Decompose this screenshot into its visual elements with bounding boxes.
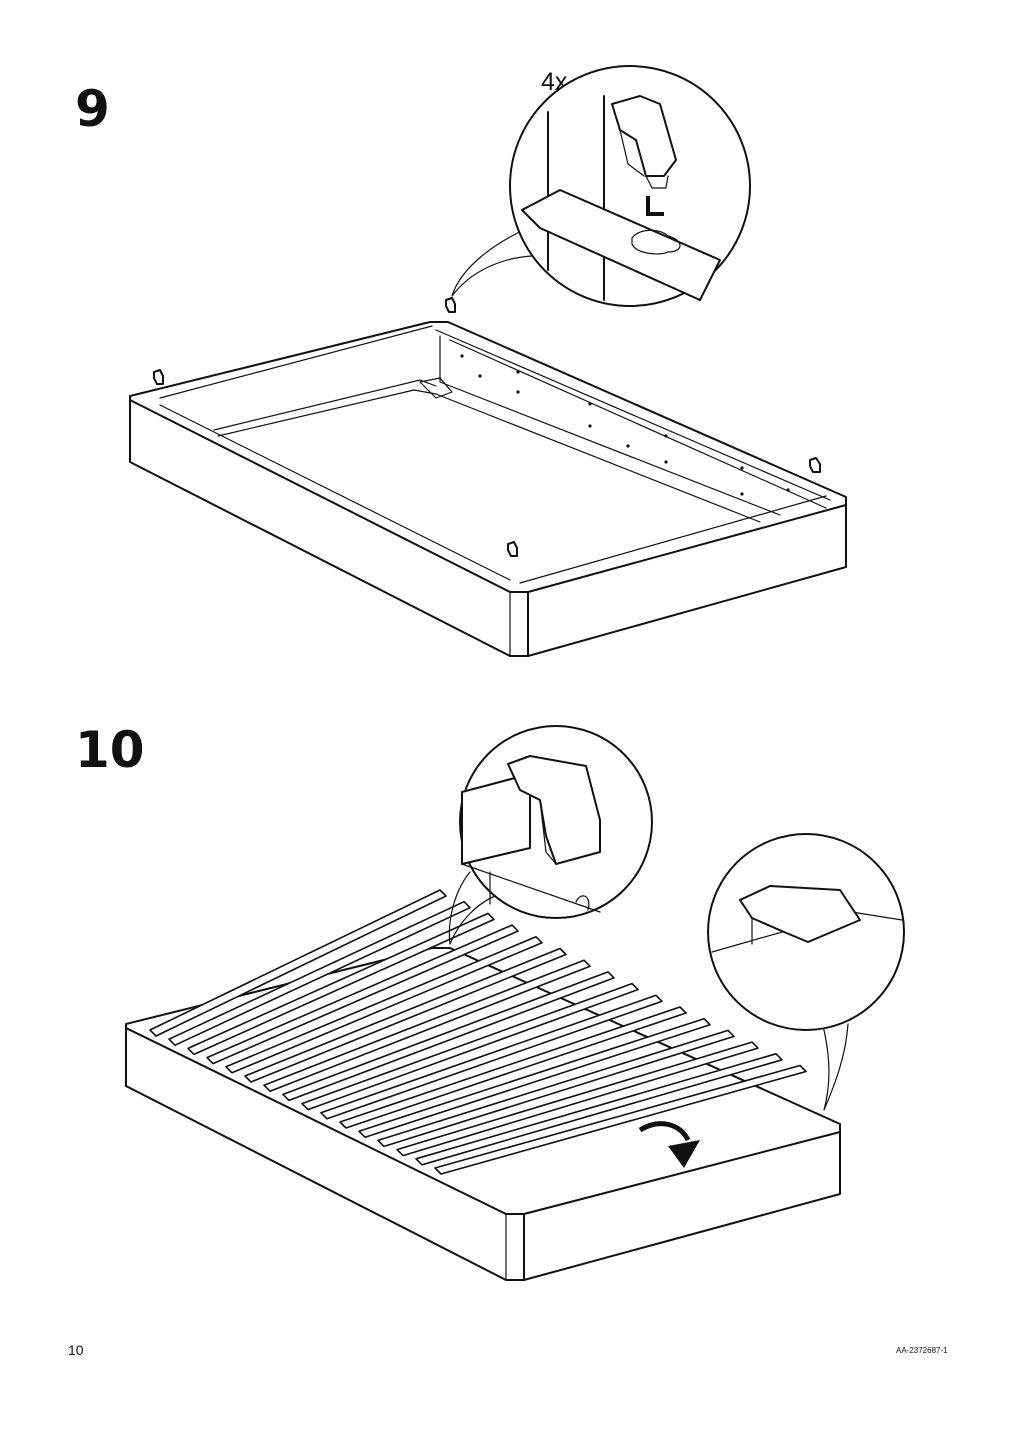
slat: [396, 1041, 759, 1157]
slat: [415, 1053, 783, 1166]
slat: [434, 1064, 807, 1175]
clip-icon: [507, 541, 518, 557]
slat: [263, 959, 591, 1092]
detail-callout-step9: [451, 65, 751, 307]
detail-callout-step10-left: [448, 725, 653, 945]
slat: [301, 982, 639, 1111]
clip-icon: [445, 297, 456, 313]
page-number: 10: [68, 1342, 84, 1358]
slat: [187, 912, 495, 1056]
slat: [320, 994, 663, 1120]
slat: [149, 889, 447, 1037]
slat: [282, 971, 615, 1102]
bed-frame-step9: [129, 321, 847, 657]
detail-callout-step10-right: [707, 833, 905, 1111]
slat: [225, 936, 543, 1074]
step-number-9: 9: [75, 80, 110, 138]
step-number-10: 10: [75, 721, 145, 779]
slat: [168, 900, 471, 1046]
slat: [206, 924, 519, 1065]
document-code: AA-2372687-1: [896, 1346, 948, 1355]
slats: [149, 889, 807, 1175]
clip-icon: [153, 369, 164, 385]
slat: [377, 1029, 735, 1148]
clip-icon: [809, 457, 821, 473]
slat: [244, 947, 567, 1083]
rotate-arrow-icon: [638, 1121, 700, 1168]
slat: [339, 1006, 687, 1129]
slat: [358, 1017, 711, 1138]
bed-frame-step10: [125, 947, 841, 1281]
